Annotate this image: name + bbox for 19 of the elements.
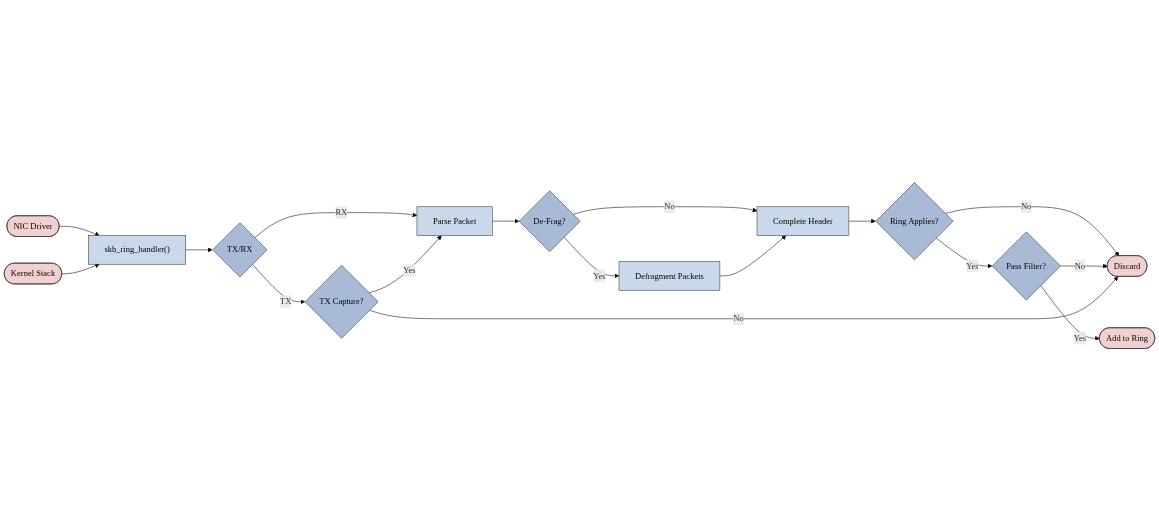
edge-label: No <box>1074 261 1086 271</box>
edge-label: No <box>733 314 744 324</box>
node-diamond: Pass Filter? <box>991 231 1061 301</box>
edge-label: Yes <box>1073 333 1087 343</box>
edge-label: Yes <box>593 271 606 281</box>
node-box: Parse Packet <box>416 206 493 236</box>
edge-label: No <box>664 201 675 212</box>
node-diamond: Ring Applies? <box>875 182 954 261</box>
edge-label: No <box>1020 201 1032 212</box>
node-box: skb_ring_handler() <box>88 235 186 265</box>
node-diamond: TX Capture? <box>304 264 379 339</box>
node-box: Defragment Packets <box>618 261 721 291</box>
edge-label: TX <box>280 296 292 307</box>
node-diamond: De-Frag? <box>518 190 581 252</box>
edge-label: RX <box>335 207 348 217</box>
node-box: Complete Header <box>756 206 850 236</box>
node-diamond: TX/RX <box>212 222 268 278</box>
edge-label: Yes <box>403 265 416 275</box>
edge-label: Yes <box>966 261 979 271</box>
